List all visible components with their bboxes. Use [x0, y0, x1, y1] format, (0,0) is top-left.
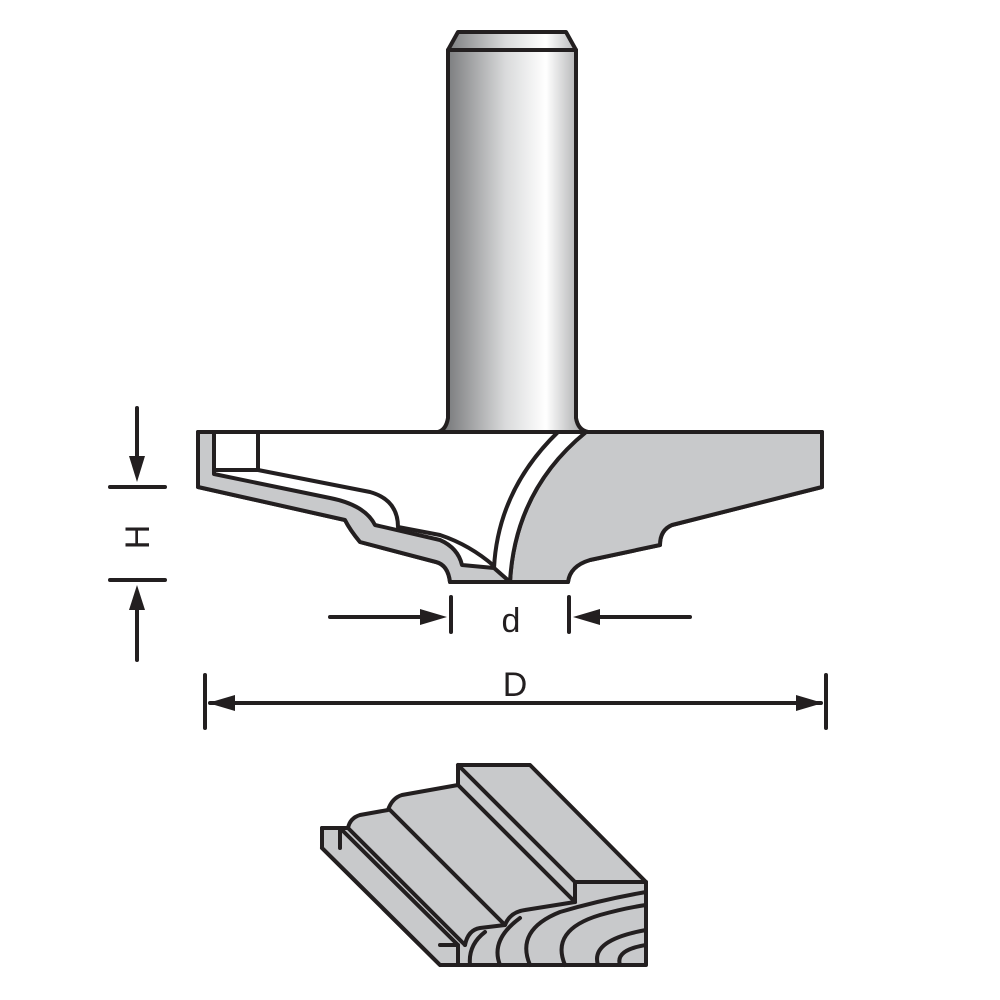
cutting-diameter-dimension: D — [203, 666, 828, 730]
arrow-up-icon — [129, 585, 145, 610]
arrow-down-icon — [129, 456, 145, 482]
height-label: H — [119, 525, 157, 550]
profile-sample — [320, 763, 648, 967]
cutting-diameter-label: D — [503, 666, 528, 704]
cutter-body — [196, 430, 824, 584]
arrow-left-icon — [573, 609, 600, 625]
arrow-right-icon — [796, 695, 823, 711]
shank-diameter-label: d — [502, 602, 521, 640]
shank-diameter-dimension: d — [328, 595, 692, 640]
shank — [436, 30, 590, 434]
height-dimension: H — [108, 406, 167, 662]
arrow-right-icon — [420, 609, 447, 625]
arrow-left-icon — [208, 695, 235, 711]
